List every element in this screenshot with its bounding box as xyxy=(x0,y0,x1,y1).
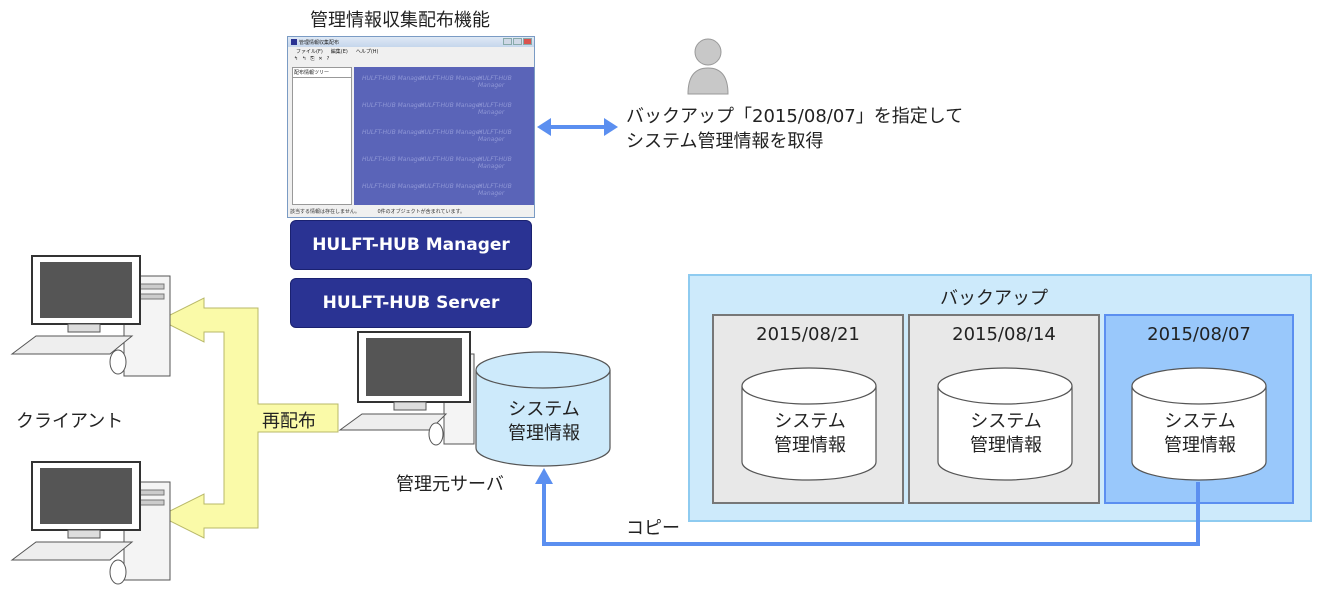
window-controls xyxy=(503,38,532,45)
hulft-hub-server-button: HULFT-HUB Server xyxy=(290,278,532,328)
backup-db-label: システム 管理情報 xyxy=(740,410,880,458)
clients-label: クライアント xyxy=(16,411,124,432)
db-label-line-1: システム xyxy=(774,411,846,432)
toolbar-icon[interactable]: ↰ xyxy=(294,56,299,62)
window-titlebar: 管理情報収集配布 xyxy=(288,37,534,47)
window-status-bar: 該当する情報は存在しません。 0件のオブジェクトが含まれています。 xyxy=(290,208,465,215)
db-label-line-2: 管理情報 xyxy=(970,435,1042,456)
minimize-icon[interactable] xyxy=(503,38,512,45)
window-menubar: ファイル(F) 編集(E) ヘルプ(H) xyxy=(288,47,534,56)
help-icon[interactable]: ? xyxy=(326,56,330,62)
delete-icon[interactable]: ✕ xyxy=(318,56,323,62)
logo-tile: HULFT-HUB Manager xyxy=(420,183,482,190)
logo-tile: HULFT-HUB Manager xyxy=(420,75,482,82)
logo-tile: HULFT-HUB Manager xyxy=(420,102,482,109)
logo-tile: HULFT-HUB Manager xyxy=(420,129,482,136)
logo-tile: HULFT-HUB Manager xyxy=(420,156,482,163)
db-label-line-1: システム xyxy=(1164,411,1236,432)
database-icon xyxy=(937,367,1073,481)
redistribute-label: 再配布 xyxy=(262,411,316,432)
window-toolbar: ↰ ↰ ⎘ ✕ ? xyxy=(288,56,534,63)
redistribute-arrows xyxy=(160,297,339,539)
toolbar-icon[interactable]: ⎘ xyxy=(310,56,315,62)
server-db-label: システム 管理情報 xyxy=(474,398,614,446)
db-label-line-2: 管理情報 xyxy=(508,423,580,444)
logo-tile: HULFT-HUB Manager xyxy=(362,102,424,109)
db-label-line-2: 管理情報 xyxy=(1164,435,1236,456)
close-icon[interactable] xyxy=(523,38,532,45)
app-icon xyxy=(291,39,297,45)
status-right: 0件のオブジェクトが含まれています。 xyxy=(377,209,465,215)
backup-date: 2015/08/07 xyxy=(1147,324,1251,345)
client-pc-icon xyxy=(10,255,171,377)
maximize-icon[interactable] xyxy=(513,38,522,45)
double-arrow-icon xyxy=(537,118,618,136)
copy-label: コピー xyxy=(626,518,680,539)
instruction-line-1: バックアップ「2015/08/07」を指定して xyxy=(626,106,964,127)
logo-tile: HULFT-HUB Manager xyxy=(478,156,512,170)
db-label-line-1: システム xyxy=(508,399,580,420)
db-label-line-1: システム xyxy=(970,411,1042,432)
logo-tile: HULFT-HUB Manager xyxy=(478,129,512,143)
backup-db-label: システム 管理情報 xyxy=(1130,410,1270,458)
logo-tile: HULFT-HUB Manager xyxy=(478,75,512,89)
feature-title: 管理情報収集配布機能 xyxy=(310,10,490,31)
logo-tile: HULFT-HUB Manager xyxy=(362,183,424,190)
logo-tile: HULFT-HUB Manager xyxy=(362,75,424,82)
menu-help[interactable]: ヘルプ(H) xyxy=(355,49,379,55)
menu-edit[interactable]: 編集(E) xyxy=(330,49,348,55)
instruction-line-2: システム管理情報を取得 xyxy=(626,131,824,152)
database-icon xyxy=(475,351,611,467)
manager-window-screenshot: 管理情報収集配布 ファイル(F) 編集(E) ヘルプ(H) ↰ ↰ ⎘ ✕ ? … xyxy=(287,36,535,218)
backup-date: 2015/08/21 xyxy=(756,324,860,345)
backup-db-label: システム 管理情報 xyxy=(936,410,1076,458)
status-left: 該当する情報は存在しません。 xyxy=(290,209,360,215)
hulft-hub-manager-button: HULFT-HUB Manager xyxy=(290,220,532,270)
distribution-tree-pane[interactable]: 配布情報ツリー xyxy=(292,67,352,205)
toolbar-icon[interactable]: ↰ xyxy=(302,56,307,62)
client-pc-icon xyxy=(10,461,171,585)
logo-tile: HULFT-HUB Manager xyxy=(362,129,424,136)
logo-tile: HULFT-HUB Manager xyxy=(478,102,512,116)
backup-title: バックアップ xyxy=(940,288,1048,309)
window-title: 管理情報収集配布 xyxy=(299,39,340,46)
database-icon xyxy=(1131,367,1267,481)
tree-header: 配布情報ツリー xyxy=(293,68,351,78)
server-label: 管理元サーバ xyxy=(396,474,504,495)
user-icon xyxy=(687,38,729,95)
server-pc-icon xyxy=(338,331,475,446)
db-label-line-2: 管理情報 xyxy=(774,435,846,456)
logo-tile: HULFT-HUB Manager xyxy=(362,156,424,163)
database-icon xyxy=(741,367,877,481)
copy-arrow xyxy=(535,468,1200,546)
menu-file[interactable]: ファイル(F) xyxy=(296,49,323,55)
backup-date: 2015/08/14 xyxy=(952,324,1056,345)
logo-tile: HULFT-HUB Manager xyxy=(478,183,512,197)
